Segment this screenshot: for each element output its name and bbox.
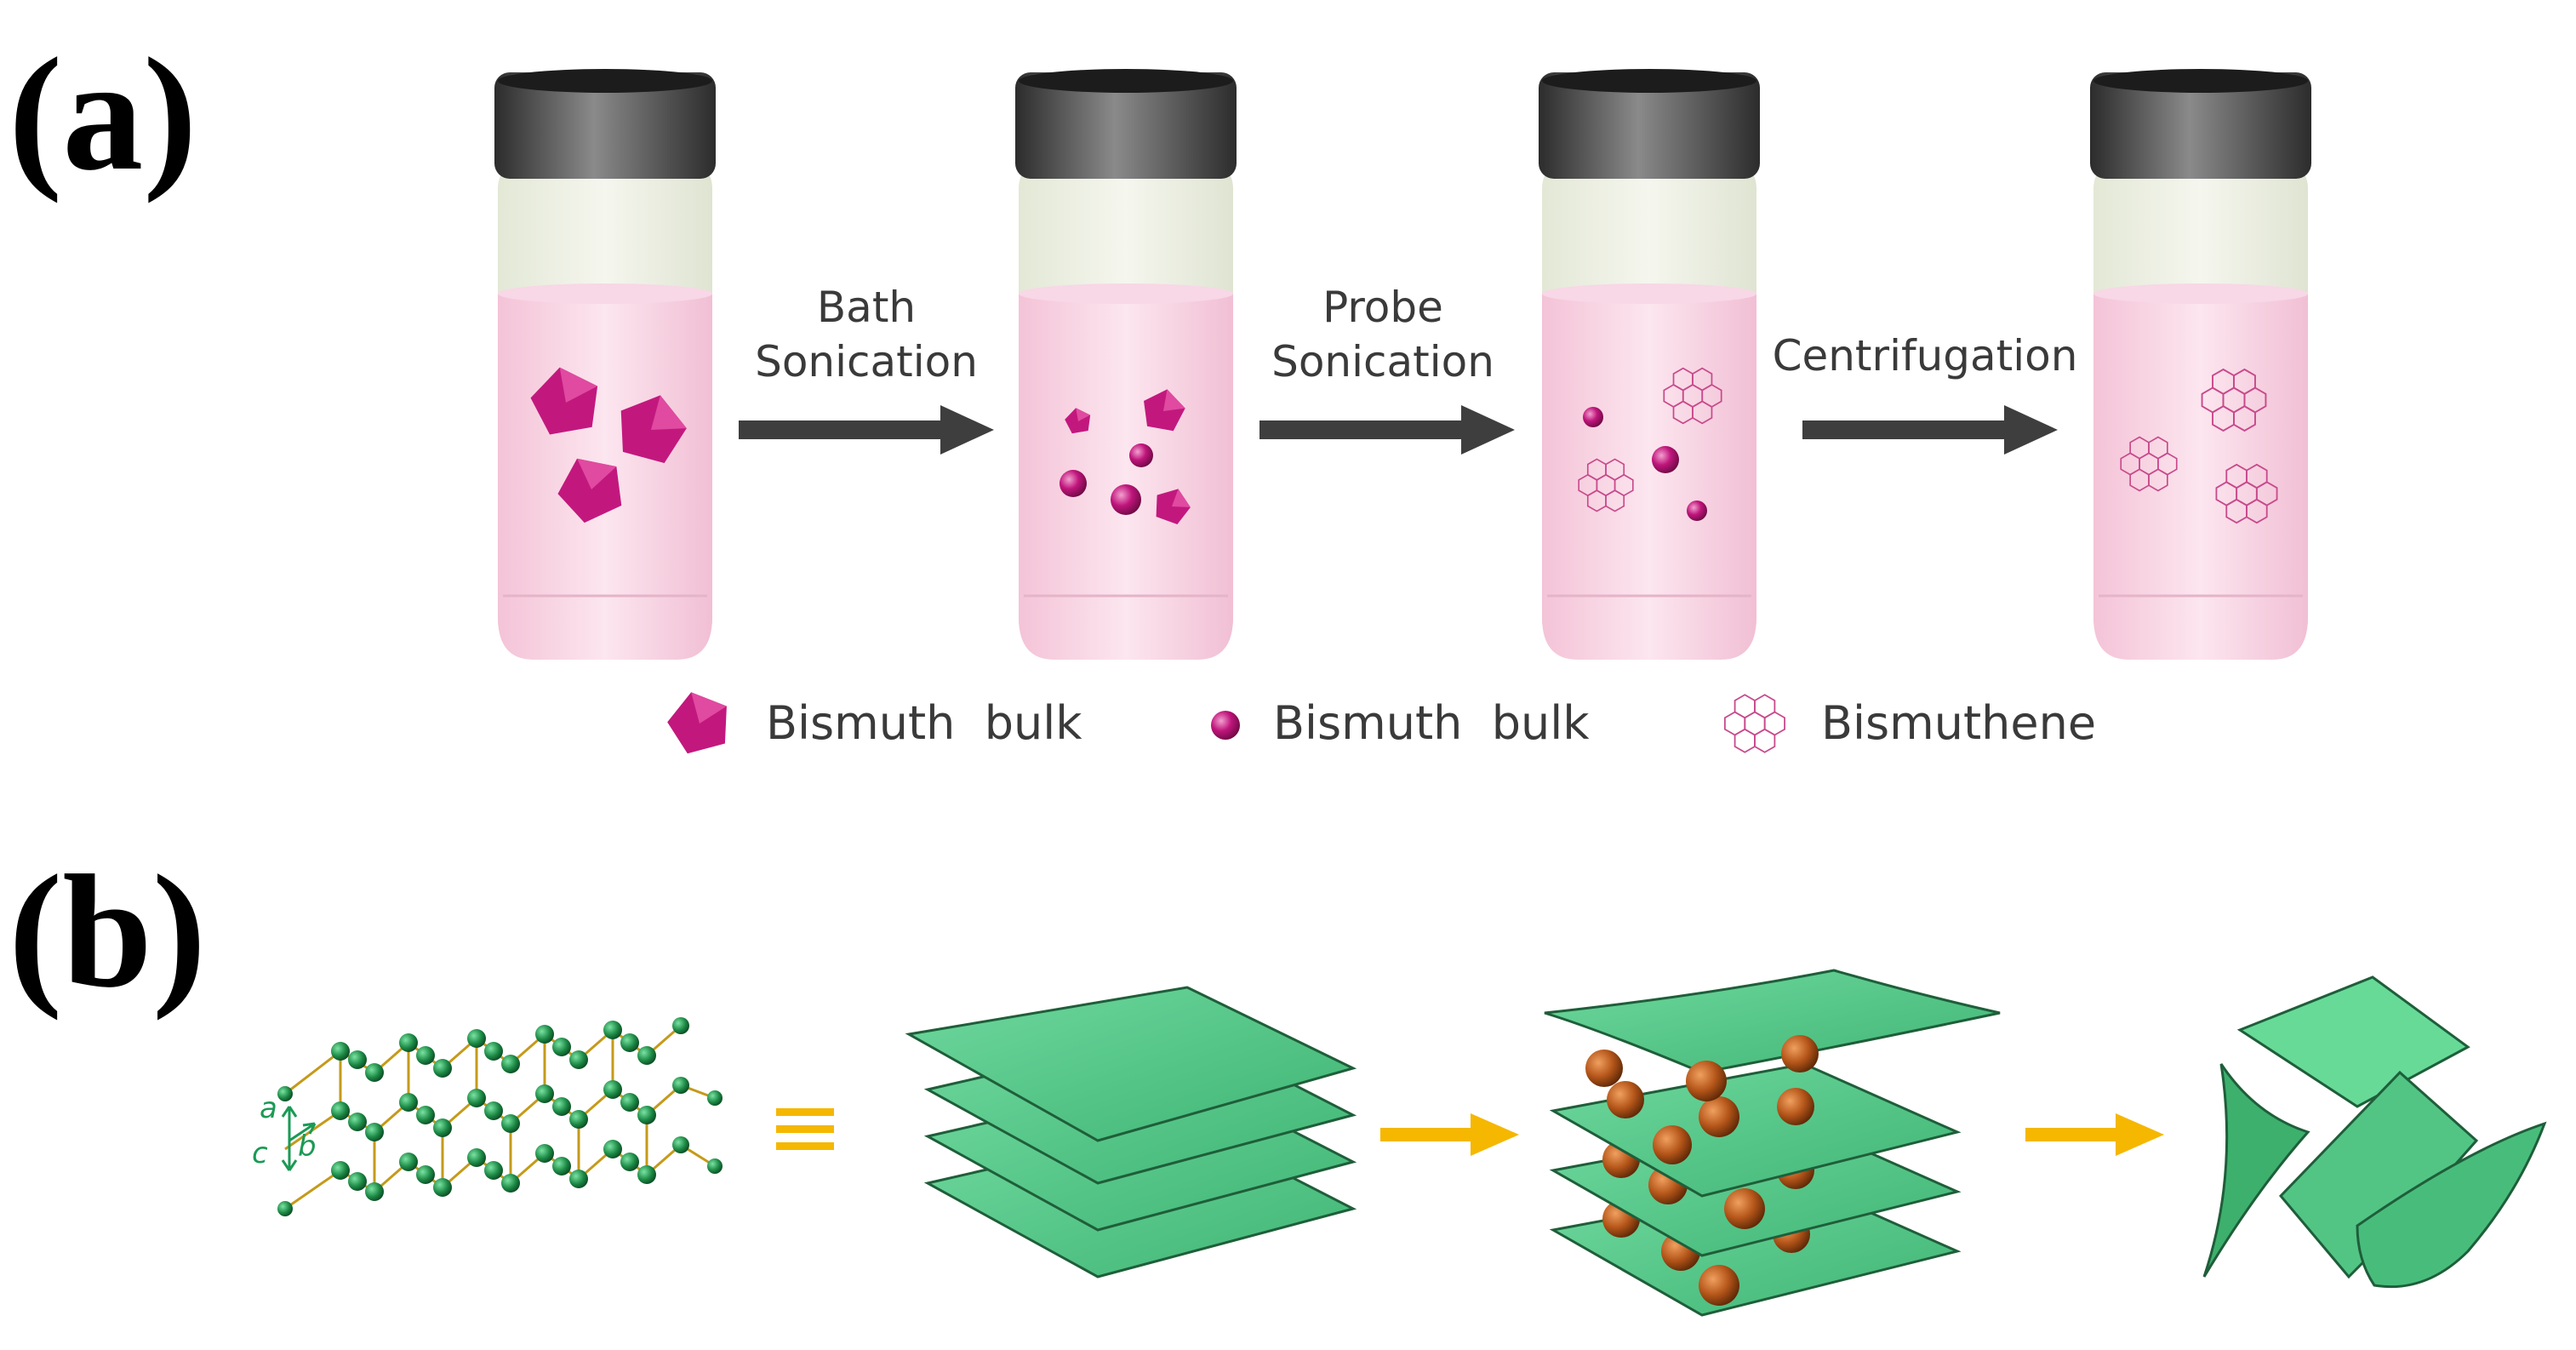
axis-label-b: b [298,1130,317,1164]
sphere-particle [1652,446,1679,473]
vial-4 [2088,67,2313,661]
step-arrow-1: Bath Sonication [739,283,994,455]
legend: Bismuth bulk Bismuth bulk Bismuthene [661,684,2096,757]
vial-1 [493,67,717,661]
axis-label-c: c [252,1136,268,1170]
legend-label-3: Bismuthene [1821,696,2096,750]
stacked-sheets [905,986,1357,1278]
panel-label-a: (a) [9,26,197,204]
vial-2 [1014,67,1238,661]
step-label-2-line1: Probe [1322,283,1443,332]
sphere-particle [1111,484,1141,515]
exfoliated-flakes [2202,975,2547,1289]
vial-3 [1537,67,1762,661]
axis-label-a: a [260,1091,277,1125]
sphere-particle [1060,470,1087,497]
crystal-structure: a b c [252,1017,723,1216]
legend-hexagon-lattice-icon [1724,694,1786,753]
equivalence-symbol [776,1108,834,1150]
exfoliation-arrow-2 [2025,1113,2164,1156]
step-arrow-3: Centrifugation [1773,331,2078,455]
crystal-axes [281,1106,317,1171]
sphere-particle [1687,501,1707,521]
sphere-particle [1583,407,1603,427]
legend-label-2: Bismuth bulk [1273,696,1590,750]
exfoliation-arrow-1 [1380,1113,1519,1156]
step-label-3: Centrifugation [1773,331,2078,380]
step-arrow-2: Probe Sonication [1259,283,1515,455]
legend-label-1: Bismuth bulk [766,696,1082,750]
intercalated-sheets [1544,969,2001,1317]
sphere-particle [1129,443,1153,467]
legend-sphere-icon [1211,711,1240,740]
legend-pentagon-icon [661,684,736,757]
panel-label-b: (b) [9,843,207,1021]
step-label-1-line1: Bath [817,283,916,332]
step-label-1-line2: Sonication [755,337,978,386]
step-label-2-line2: Sonication [1271,337,1494,386]
